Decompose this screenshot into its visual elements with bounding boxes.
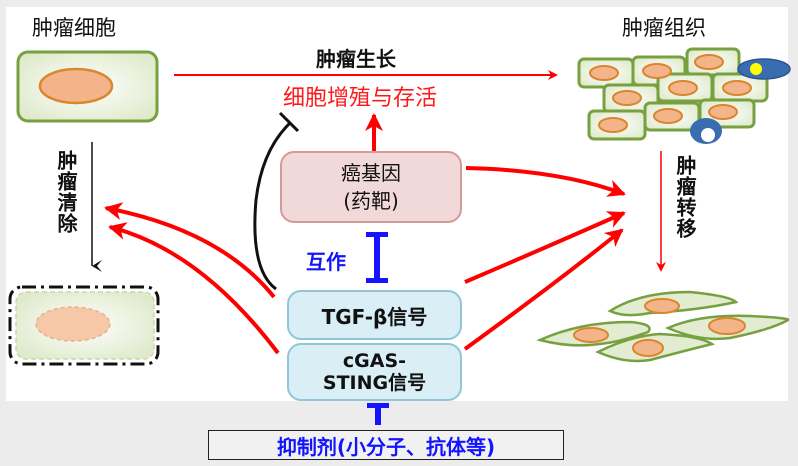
cleared-tumor-cell-icon xyxy=(8,285,160,366)
inhibitor-label: 抑制剂(小分子、抗体等) xyxy=(276,434,496,459)
cgas-to-clearance-arrow xyxy=(108,222,280,355)
tumor-cell-label: 肿瘤细胞 xyxy=(32,16,116,40)
oncogene-to-metastasis-arrow xyxy=(465,166,626,197)
tumor-tissue-icon xyxy=(577,47,791,144)
tumor-growth-label: 肿瘤生长 xyxy=(316,47,396,71)
tgf-inhibits-proliferation-curve xyxy=(253,121,292,291)
tumor-metastasis-label: 肿瘤转移 xyxy=(673,155,697,239)
sting-label: STING信号 xyxy=(322,372,427,394)
tgf-beta-signal-box: TGF-β信号 xyxy=(287,290,462,340)
cgas-label: cGAS- xyxy=(342,350,407,372)
cgas-to-metastasis-arrow xyxy=(463,228,624,351)
tumor-cell-icon xyxy=(16,50,159,123)
inhibitor-tbar-icon xyxy=(367,403,389,425)
tgf-to-clearance-arrow xyxy=(104,202,276,299)
interaction-ibeam-icon xyxy=(366,232,388,283)
tumor-clearance-label: 肿瘤清除 xyxy=(54,150,78,234)
metastatic-cells-icon xyxy=(536,290,790,363)
inhibitor-box: 抑制剂(小分子、抗体等) xyxy=(208,430,564,460)
interaction-label: 互作 xyxy=(306,250,346,274)
tgf-beta-label: TGF-β信号 xyxy=(321,304,428,329)
tgf-to-metastasis-arrow xyxy=(464,211,626,284)
proliferation-survival-label: 细胞增殖与存活 xyxy=(283,86,438,111)
tumor-tissue-label: 肿瘤组织 xyxy=(622,16,706,40)
oncogene-box: 癌基因 (药靶) xyxy=(280,151,462,223)
drug-target-label: (药靶) xyxy=(343,189,399,213)
cgas-sting-signal-box: cGAS- STING信号 xyxy=(287,343,462,401)
inhibition-bar-icon xyxy=(278,111,300,133)
oncogene-label: 癌基因 xyxy=(341,161,401,185)
